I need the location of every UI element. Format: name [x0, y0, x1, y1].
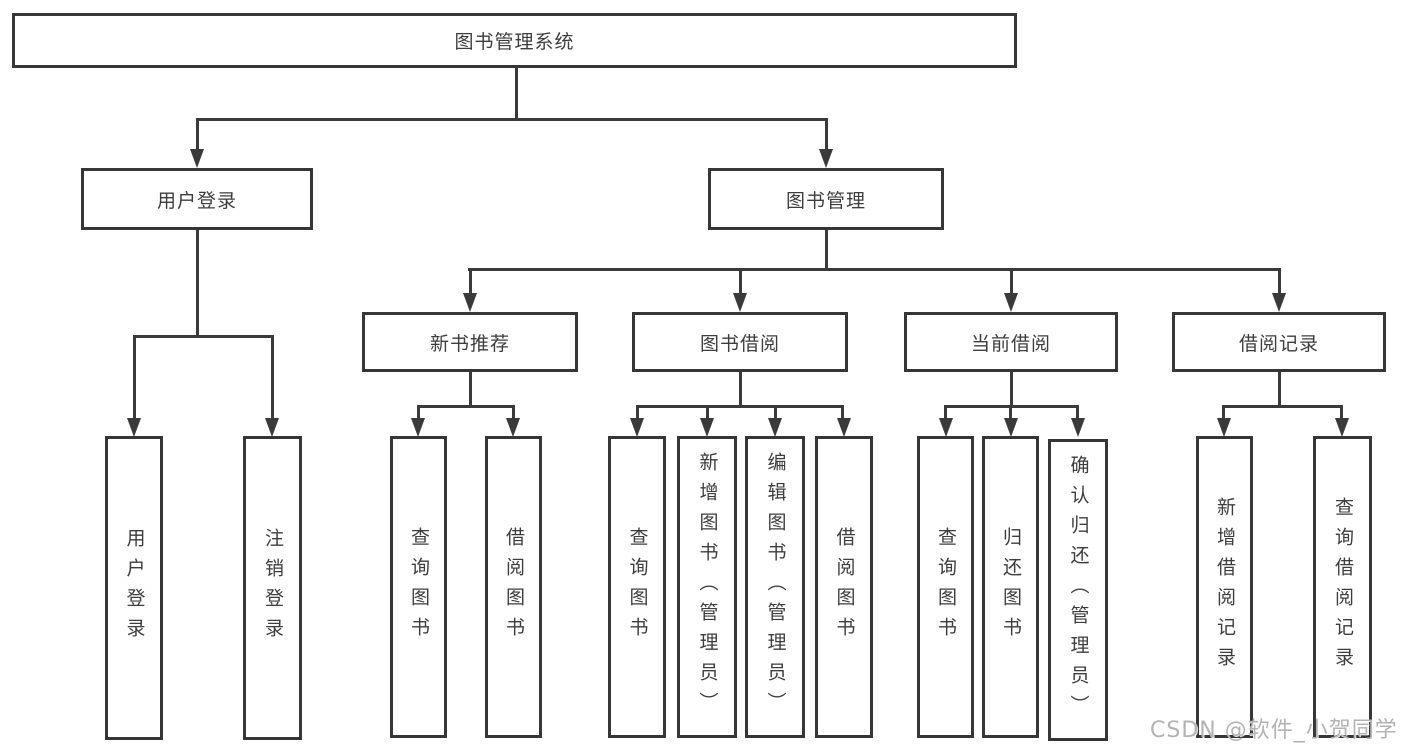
arrowhead-icon: [1004, 293, 1018, 312]
arrowhead-icon: [939, 418, 953, 437]
arrowhead-icon: [506, 418, 520, 437]
node-book-mgmt-label: 图书管理: [785, 190, 866, 212]
connector-line: [1223, 405, 1343, 408]
leaf-query-borrow-record: 查询借阅记录: [1313, 436, 1372, 738]
connector-line: [1009, 405, 1012, 421]
leaf-query-books-1: 查询图书: [390, 436, 447, 738]
node-current-borrow-label: 当前借阅: [970, 333, 1051, 355]
connector-line: [196, 118, 199, 153]
node-current-borrow: 当前借阅: [904, 312, 1118, 372]
connector-line: [841, 405, 844, 421]
arrowhead-icon: [411, 418, 425, 437]
leaf-label: 借阅图书: [833, 527, 855, 647]
leaf-label: 归还图书: [1000, 527, 1021, 647]
connector-line: [1010, 268, 1013, 294]
arrowhead-icon: [1217, 418, 1231, 437]
leaf-label: 注销登录: [262, 528, 283, 648]
node-new-books: 新书推荐: [362, 312, 578, 372]
connector-line: [196, 118, 828, 121]
leaf-edit-books-admin: 编辑图书（管理员）: [745, 436, 805, 738]
node-book-borrow-label: 图书借阅: [699, 333, 780, 355]
arrowhead-icon: [190, 149, 204, 168]
node-borrow-records-label: 借阅记录: [1238, 333, 1319, 355]
leaf-label: 编辑图书（管理员）: [764, 452, 786, 722]
arrowhead-icon: [1272, 293, 1286, 312]
arrowhead-icon: [1335, 418, 1349, 437]
connector-line: [825, 230, 828, 271]
connector-line: [512, 405, 515, 421]
connector-line: [1340, 405, 1343, 421]
node-new-books-label: 新书推荐: [429, 333, 510, 355]
leaf-logout: 注销登录: [243, 436, 302, 740]
leaf-label: 查询图书: [935, 527, 956, 647]
connector-line: [468, 268, 1280, 271]
connector-line: [944, 405, 947, 421]
connector-line: [1222, 405, 1225, 421]
connector-line: [739, 372, 742, 407]
arrowhead-icon: [1071, 418, 1085, 437]
leaf-borrow-books-2: 借阅图书: [815, 436, 873, 738]
leaf-add-borrow-record: 新增借阅记录: [1196, 436, 1253, 738]
node-book-mgmt: 图书管理: [708, 168, 944, 230]
connector-line: [706, 405, 709, 421]
connector-line: [133, 335, 274, 338]
connector-line: [271, 335, 274, 421]
connector-line: [515, 67, 518, 120]
connector-line: [469, 372, 472, 407]
connector-line: [1010, 372, 1013, 407]
connector-line: [1278, 268, 1281, 294]
csdn-watermark: CSDN @软件_小贺同学: [1150, 718, 1398, 743]
connector-line: [636, 405, 639, 421]
leaf-user-login: 用户登录: [105, 436, 163, 740]
node-root: 图书管理系统: [12, 13, 1017, 68]
connector-line: [825, 118, 828, 153]
connector-line: [1076, 405, 1079, 421]
leaf-borrow-books-1: 借阅图书: [485, 436, 542, 738]
leaf-label: 新增借阅记录: [1214, 497, 1235, 677]
node-book-borrow: 图书借阅: [632, 312, 848, 372]
connector-line: [469, 268, 472, 294]
node-root-label: 图书管理系统: [454, 32, 575, 53]
leaf-label: 用户登录: [123, 528, 145, 648]
arrowhead-icon: [1004, 418, 1018, 437]
leaf-label: 借阅图书: [503, 527, 524, 647]
leaf-label: 查询图书: [626, 527, 648, 647]
arrowhead-icon: [819, 149, 833, 168]
connector-line: [133, 335, 136, 421]
leaf-add-books-admin: 新增图书（管理员）: [677, 436, 737, 738]
arrowhead-icon: [700, 418, 714, 437]
leaf-label: 查询图书: [408, 527, 429, 647]
arrowhead-icon: [265, 418, 279, 437]
connector-line: [774, 405, 777, 421]
arrowhead-icon: [733, 293, 747, 312]
leaf-query-books-3: 查询图书: [917, 436, 974, 738]
leaf-label: 新增图书（管理员）: [696, 452, 718, 722]
arrowhead-icon: [463, 293, 477, 312]
arrowhead-icon: [768, 418, 782, 437]
node-user-login: 用户登录: [81, 168, 313, 230]
connector-line: [945, 405, 1079, 408]
connector-line: [739, 268, 742, 294]
leaf-query-books-2: 查询图书: [608, 436, 666, 738]
arrowhead-icon: [630, 418, 644, 437]
connector-line: [196, 230, 199, 337]
connector-line: [417, 405, 514, 408]
connector-line: [417, 405, 420, 421]
connector-line: [1278, 372, 1281, 407]
leaf-return-books: 归还图书: [982, 436, 1039, 738]
arrowhead-icon: [127, 418, 141, 437]
arrowhead-icon: [837, 418, 851, 437]
leaf-label: 确认归还（管理员）: [1067, 455, 1089, 725]
node-borrow-records: 借阅记录: [1172, 312, 1386, 372]
node-user-login-label: 用户登录: [156, 190, 237, 212]
leaf-label: 查询借阅记录: [1332, 497, 1353, 677]
leaf-confirm-return-admin: 确认归还（管理员）: [1048, 439, 1108, 741]
connector-line: [637, 405, 844, 408]
